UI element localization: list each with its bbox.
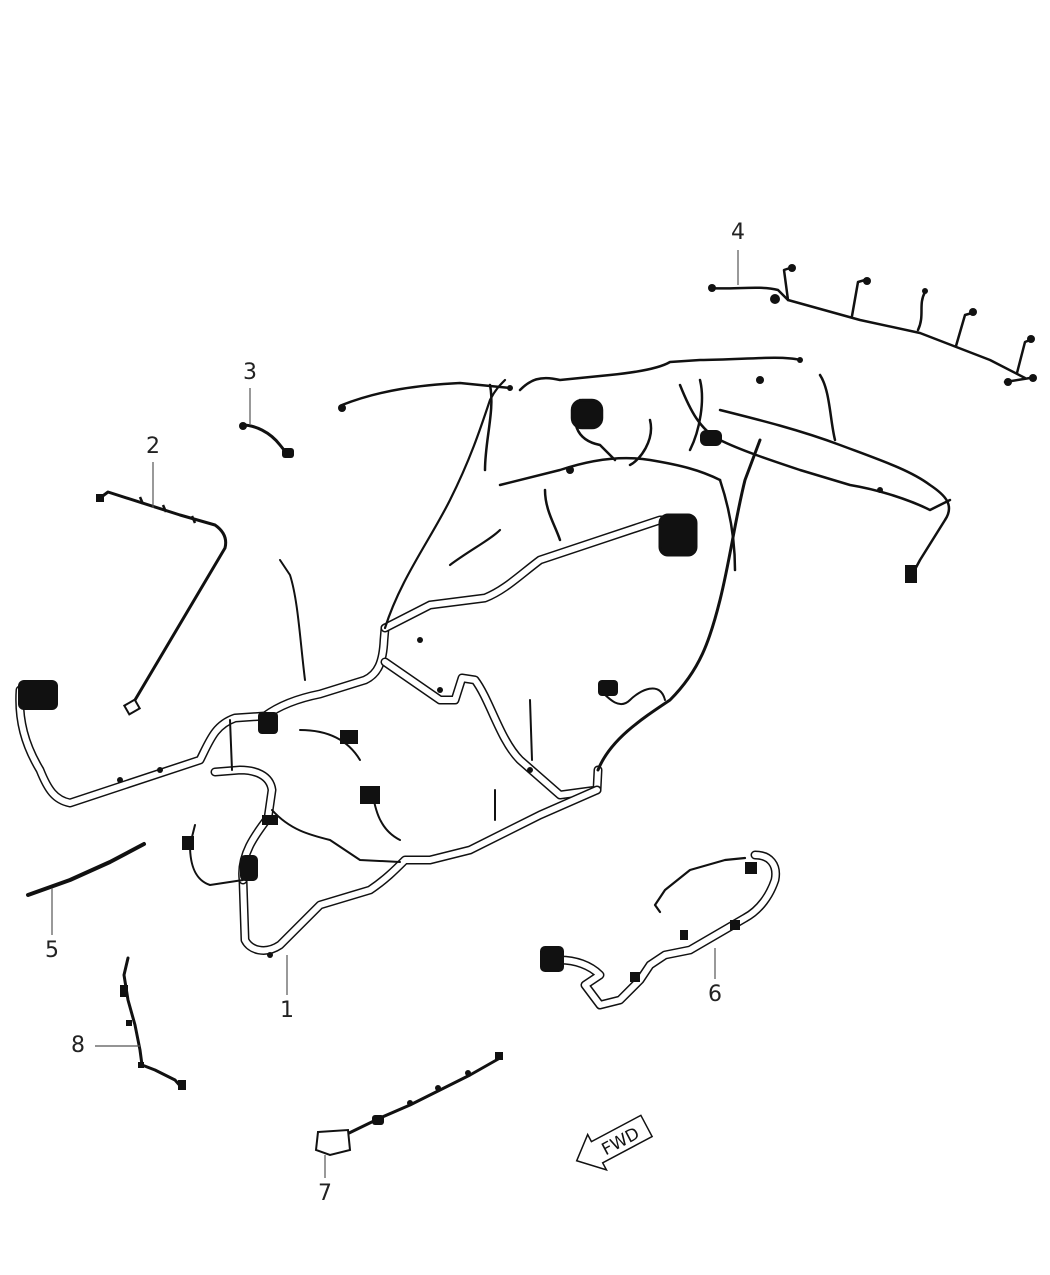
callout-1: 1 — [280, 998, 294, 1023]
callout-5: 5 — [45, 938, 59, 963]
callout-6: 6 — [708, 982, 722, 1007]
leader-lines — [51, 250, 739, 1178]
callout-3: 3 — [243, 360, 257, 385]
harness-part-7 — [314, 1052, 503, 1157]
callout-2: 2 — [146, 434, 160, 459]
harness-part-1 — [15, 378, 762, 958]
arrow-forward-direction-icon: FWD — [575, 1114, 654, 1172]
callout-7: 7 — [318, 1181, 332, 1206]
harness-part-6 — [540, 850, 781, 1010]
harness-part-5 — [26, 842, 146, 897]
callout-8: 8 — [71, 1033, 85, 1058]
harness-part-8 — [120, 956, 186, 1090]
harness-part-1-upper — [338, 356, 952, 583]
harness-part-3 — [239, 422, 294, 458]
harness-part-2 — [96, 490, 228, 716]
callout-4: 4 — [731, 220, 745, 245]
harness-part-4 — [708, 264, 1037, 386]
